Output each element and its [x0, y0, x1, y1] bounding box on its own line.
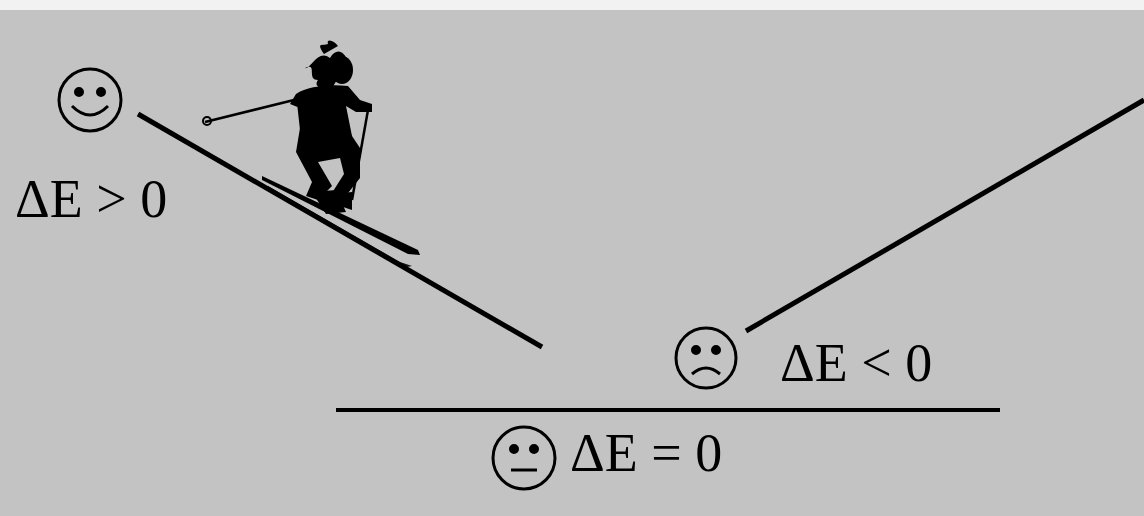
energy-label: ΔE > 0 — [15, 172, 167, 226]
energy-label: ΔE = 0 — [570, 426, 722, 480]
top-band — [0, 0, 1144, 10]
happy-face — [59, 69, 121, 131]
neutral-face — [493, 427, 555, 489]
sad-face — [676, 328, 736, 388]
skier-silhouette — [203, 40, 420, 268]
energy-label: ΔE < 0 — [780, 336, 932, 390]
flat-ground — [336, 408, 1000, 412]
downhill-slope — [138, 114, 542, 347]
uphill-slope — [746, 100, 1144, 331]
